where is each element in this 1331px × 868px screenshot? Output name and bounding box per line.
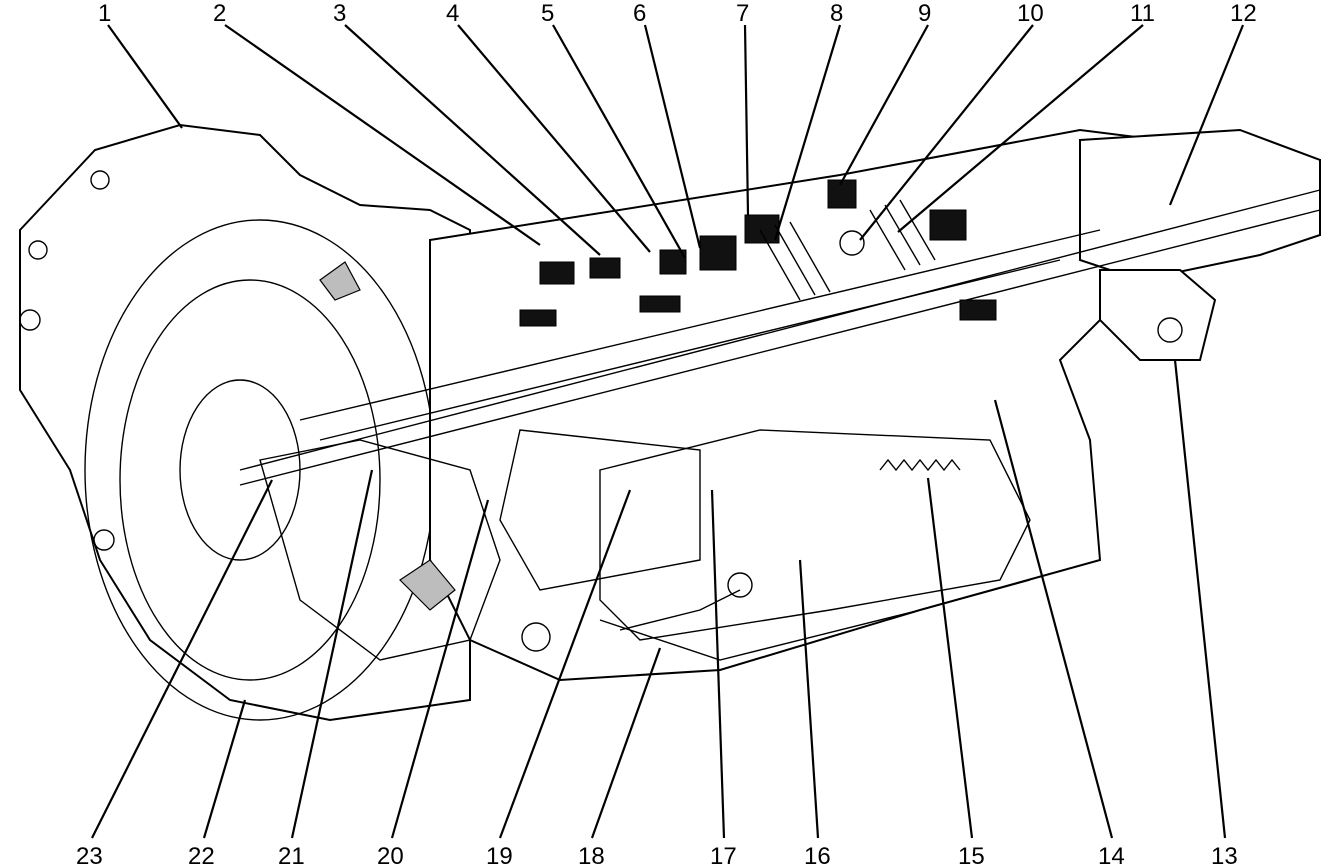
callout-9: 9 [918,0,931,27]
leader-19 [498,489,632,839]
leader-8 [773,24,842,241]
leader-6 [643,24,702,249]
leader-9 [839,24,929,186]
callout-21: 21 [278,843,305,868]
callout-22: 22 [188,843,215,868]
leader-1 [107,24,183,129]
callout-1: 1 [98,0,111,27]
valve-body [599,429,1031,641]
callout-12: 12 [1230,0,1257,27]
extension-housing [1079,128,1321,282]
leader-16 [798,559,820,839]
leader-15 [926,477,974,839]
leader-2 [224,24,541,246]
callout-14: 14 [1098,843,1125,868]
planetary-gearsets [759,199,936,301]
callout-16: 16 [804,843,831,868]
callout-numbers-top: 1 2 3 4 5 6 7 8 9 10 11 12 [98,0,1257,27]
callout-13: 13 [1211,843,1238,868]
callout-3: 3 [333,0,346,27]
callout-7: 7 [736,0,749,27]
callout-5: 5 [541,0,554,27]
callout-15: 15 [958,843,985,868]
leader-23 [91,479,273,839]
callout-19: 19 [486,843,513,868]
callout-4: 4 [446,0,459,27]
leader-18 [590,647,662,839]
oil-pan [599,579,1031,661]
leader-13 [1173,359,1227,839]
leader-12 [1168,24,1245,206]
callout-11: 11 [1130,0,1155,27]
leader-17 [710,489,726,839]
leader-7 [743,24,750,216]
leader-22 [202,699,247,839]
callout-10: 10 [1017,0,1044,27]
leader-10 [859,24,1034,241]
callout-20: 20 [377,843,404,868]
leader-5 [552,24,686,259]
leader-3 [344,24,601,256]
leader-lines [91,24,1245,839]
callout-18: 18 [578,843,605,868]
callout-numbers-bottom: 23 22 21 20 19 18 17 16 15 14 13 [76,843,1238,868]
callout-2: 2 [213,0,226,27]
callout-23: 23 [76,843,103,868]
leader-11 [897,24,1144,233]
callout-8: 8 [830,0,843,27]
callout-6: 6 [633,0,646,27]
transmission-illustration [19,123,1321,722]
leader-4 [457,24,651,253]
leader-21 [290,469,374,839]
accumulator-spring [879,458,961,472]
leader-20 [390,499,490,839]
callout-17: 17 [710,843,737,868]
leader-14 [993,399,1114,839]
